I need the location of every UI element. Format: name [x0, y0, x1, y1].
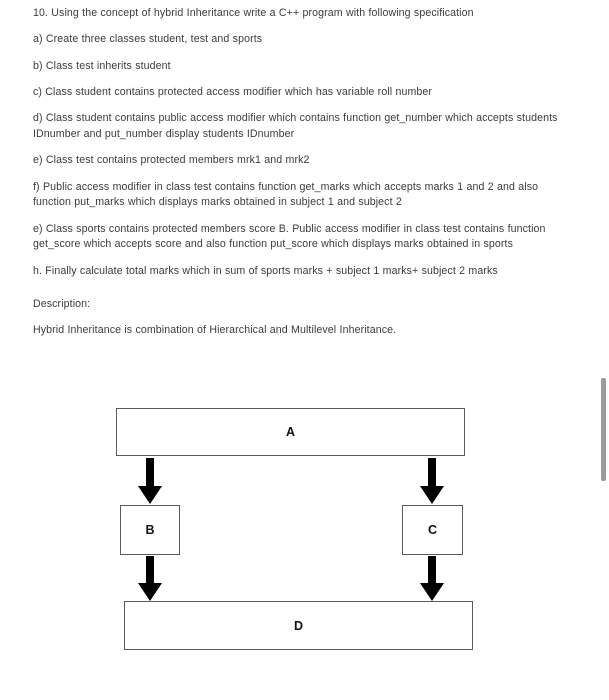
- question-item-a: a) Create three classes student, test an…: [33, 33, 263, 46]
- description-heading: Description:: [33, 297, 91, 310]
- question-item-h: h. Finally calculate total marks which i…: [33, 264, 498, 277]
- description-text: Hybrid Inheritance is combination of Hie…: [33, 323, 397, 336]
- diagram-node-b[interactable]: B: [120, 505, 180, 555]
- question-item-b: b) Class test inherits student: [33, 59, 171, 72]
- arrow-down-icon-c-to-d: [418, 556, 446, 602]
- diagram-node-d[interactable]: D: [124, 601, 473, 650]
- scrollbar-thumb[interactable]: [601, 378, 606, 481]
- question-item-c: c) Class student contains protected acce…: [33, 85, 433, 98]
- question-heading: 10. Using the concept of hybrid Inherita…: [33, 7, 474, 19]
- question-item-f: f) Public access modifier in class test …: [33, 180, 539, 209]
- diagram-node-c[interactable]: C: [402, 505, 463, 555]
- vertical-scrollbar[interactable]: [598, 0, 609, 700]
- question-item-e: e) Class test contains protected members…: [33, 154, 310, 167]
- arrow-down-icon-a-to-b: [136, 458, 164, 506]
- diagram-node-a[interactable]: A: [116, 408, 465, 456]
- arrow-down-icon-b-to-d: [136, 556, 164, 602]
- arrow-down-icon-a-to-c: [418, 458, 446, 506]
- question-text-block: 10. Using the concept of hybrid Inherita…: [33, 6, 567, 349]
- diagram-node-b-label: B: [145, 523, 155, 537]
- diagram-node-a-label: A: [285, 425, 296, 439]
- question-item-d: d) Class student contains public access …: [33, 112, 558, 140]
- question-item-e2: e) Class sports contains protected membe…: [33, 222, 546, 251]
- diagram-node-c-label: C: [427, 523, 438, 537]
- diagram-node-d-label: D: [293, 618, 304, 633]
